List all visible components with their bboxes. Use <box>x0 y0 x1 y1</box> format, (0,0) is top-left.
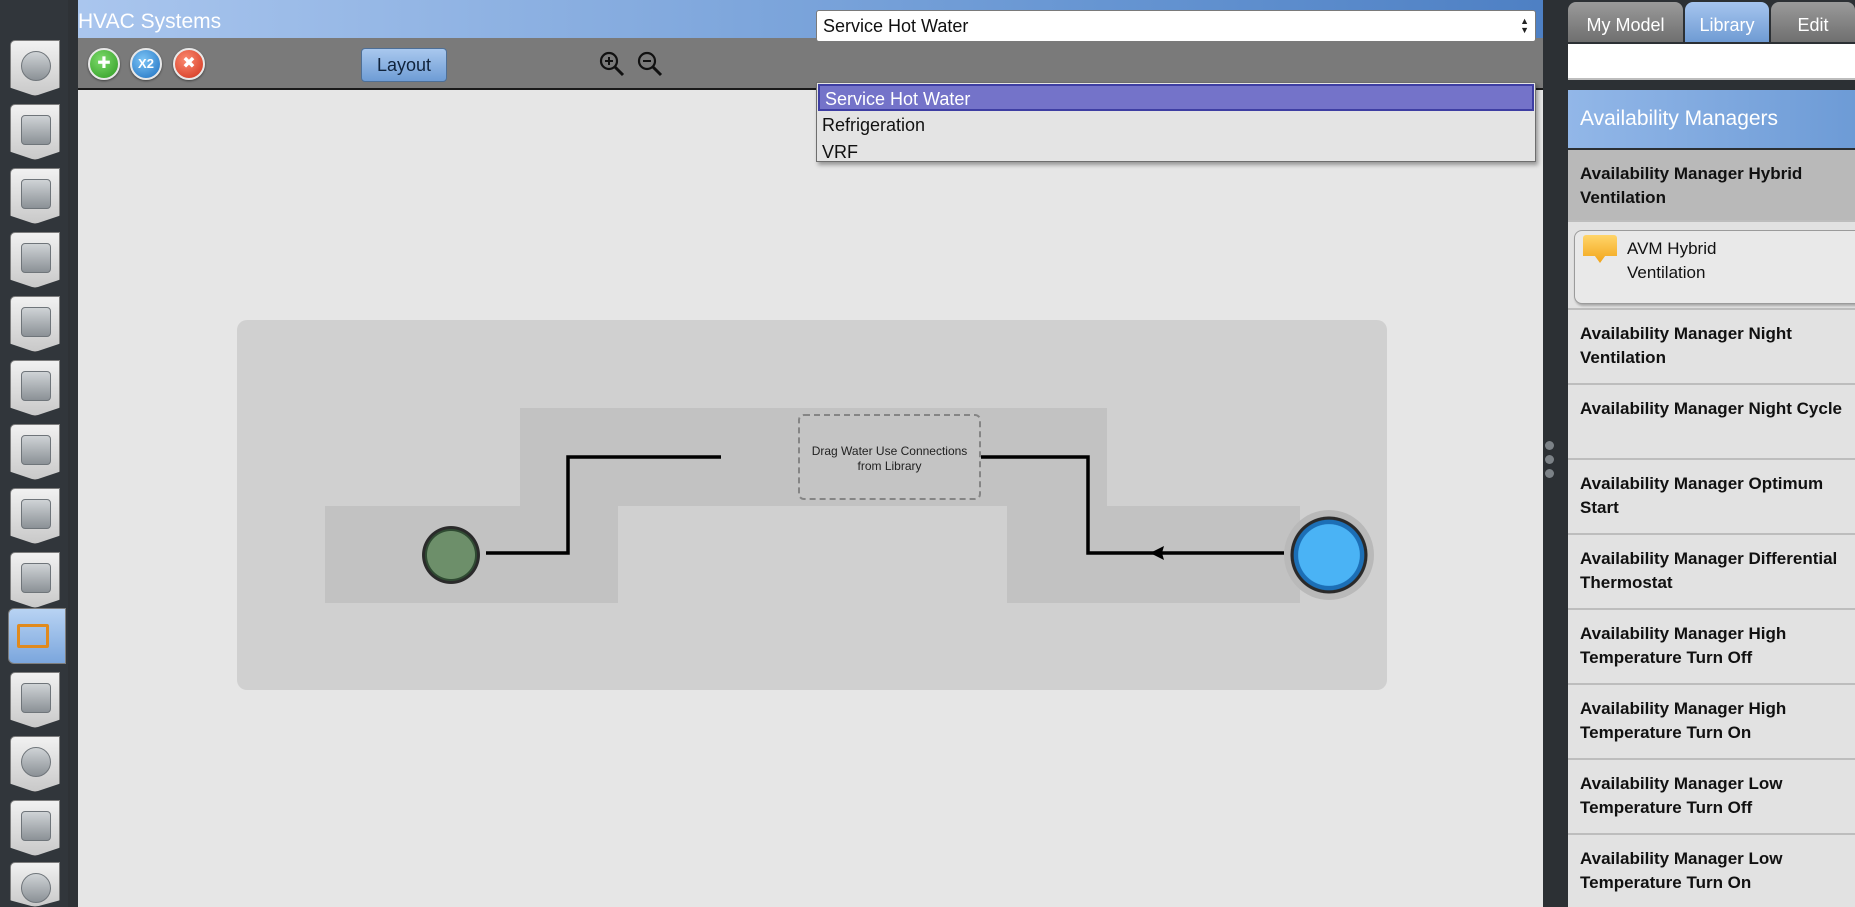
variables-tools-icon[interactable] <box>10 672 60 728</box>
tab-my-model[interactable]: My Model <box>1568 2 1683 42</box>
library-item-label: AVM Hybrid Ventilation <box>1627 239 1717 282</box>
library-category-label: Availability Manager Night Ventilation <box>1580 324 1792 367</box>
library-category-label: Availability Manager Optimum Start <box>1580 474 1824 517</box>
drop-zone[interactable]: Drag Water Use Connections from Library <box>798 414 981 500</box>
dropdown-option[interactable]: Service Hot Water <box>818 84 1534 111</box>
constructions-bricks-icon[interactable] <box>10 168 60 224</box>
library-category[interactable]: Availability Manager Optimum Start <box>1568 460 1855 535</box>
library-category[interactable]: Availability Manager Low Temperature Tur… <box>1568 835 1855 907</box>
scripts-scroll-icon[interactable] <box>10 800 60 856</box>
add-loop-button[interactable]: ✚ <box>88 48 120 80</box>
hvac-main-area: HVAC Systems ✚ X2 ✖ Layout Drag Wat <box>78 0 1543 907</box>
facility-building-icon[interactable] <box>10 424 60 480</box>
dropdown-option[interactable]: Refrigeration <box>822 115 926 135</box>
library-category[interactable]: Availability Manager Low Temperature Tur… <box>1568 760 1855 835</box>
panel-resize-handle[interactable] <box>1544 436 1556 484</box>
dropdown-option[interactable]: VRF <box>822 142 858 162</box>
left-toolbar <box>0 0 68 907</box>
plant-loop-dropdown: Service Hot Water Refrigeration VRF <box>816 82 1536 162</box>
chevron-up-down-icon: ▲▼ <box>1520 16 1529 35</box>
page-title: HVAC Systems <box>78 10 222 33</box>
library-category-label: Availability Manager Low Temperature Tur… <box>1580 849 1783 892</box>
spaces-box-icon[interactable] <box>10 488 60 544</box>
tab-edit[interactable]: Edit <box>1771 2 1855 42</box>
delete-loop-button[interactable]: ✖ <box>173 48 205 80</box>
plant-loop-select-value: Service Hot Water <box>823 16 969 36</box>
library-category-label: Availability Manager Hybrid Ventilation <box>1580 164 1803 207</box>
library-section-title[interactable]: Availability Managers <box>1568 90 1855 148</box>
loads-outlet-icon[interactable] <box>10 232 60 288</box>
close-icon: ✖ <box>182 55 196 72</box>
water-supply-icon[interactable] <box>1284 510 1374 600</box>
library-category-label: Availability Manager High Temperature Tu… <box>1580 624 1787 667</box>
geometry-icon[interactable] <box>10 360 60 416</box>
thermal-zones-icon[interactable] <box>10 552 60 608</box>
zoom-out-icon[interactable] <box>636 50 664 78</box>
flow-arrow <box>1150 546 1164 560</box>
library-category[interactable]: Availability Manager High Temperature Tu… <box>1568 610 1855 685</box>
run-simulation-play-icon[interactable] <box>10 862 60 907</box>
site-globe-icon[interactable] <box>10 40 60 96</box>
library-category-label: Availability Manager Night Cycle <box>1580 399 1842 418</box>
library-item-row: AVM Hybrid Ventilation <box>1568 222 1855 310</box>
library-category-label: Availability Manager Low Temperature Tur… <box>1580 774 1783 817</box>
plant-loop-select[interactable]: Service Hot Water ▲▼ <box>816 10 1536 42</box>
library-search-input[interactable] <box>1568 44 1855 80</box>
zoom-in-icon[interactable] <box>598 50 626 78</box>
library-category[interactable]: Availability Manager Night Ventilation <box>1568 310 1855 385</box>
schedules-calendar-icon[interactable] <box>10 104 60 160</box>
duplicate-loop-button[interactable]: X2 <box>130 48 162 80</box>
water-drain-icon[interactable] <box>416 520 486 590</box>
library-item[interactable]: AVM Hybrid Ventilation <box>1574 230 1855 304</box>
library-category-label: Availability Manager High Temperature Tu… <box>1580 699 1787 742</box>
hvac-systems-icon[interactable] <box>8 608 66 664</box>
simulation-settings-gear-icon[interactable] <box>10 736 60 792</box>
space-types-icon[interactable] <box>10 296 60 352</box>
right-panel-tabs: My Model Library Edit <box>1568 0 1855 42</box>
library-category[interactable]: Availability Manager Hybrid Ventilation <box>1568 150 1855 222</box>
plus-icon: ✚ <box>97 55 111 72</box>
availability-manager-icon <box>1583 235 1617 263</box>
layout-button[interactable]: Layout <box>361 48 447 82</box>
library-category[interactable]: Availability Manager High Temperature Tu… <box>1568 685 1855 760</box>
hvac-toolbar: ✚ X2 ✖ Layout <box>78 38 1543 90</box>
library-category[interactable]: Availability Manager Night Cycle <box>1568 385 1855 460</box>
library-category-label: Availability Manager Differential Thermo… <box>1580 549 1838 592</box>
tab-library[interactable]: Library <box>1685 2 1769 42</box>
library-list[interactable]: Availability Manager Hybrid Ventilation … <box>1568 150 1855 907</box>
library-category[interactable]: Availability Manager Differential Thermo… <box>1568 535 1855 610</box>
